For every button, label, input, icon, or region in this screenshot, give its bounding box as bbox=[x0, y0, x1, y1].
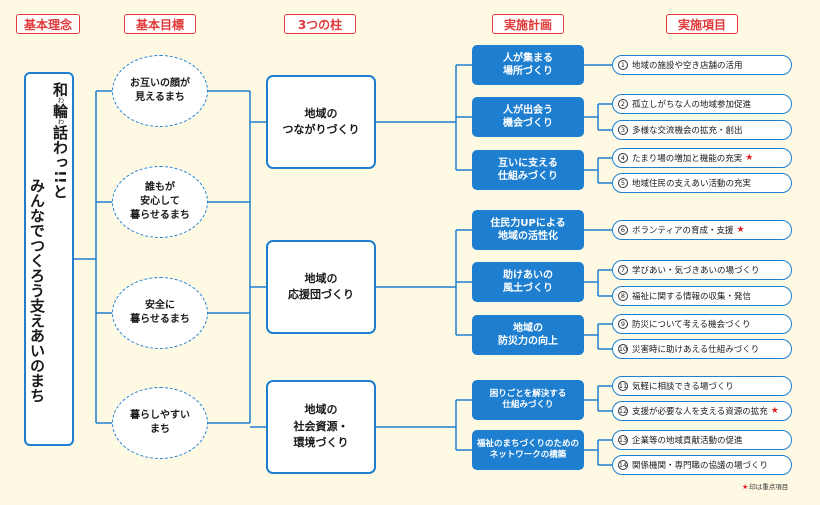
item-number: 7 bbox=[618, 265, 628, 275]
priority-star-icon: ★ bbox=[745, 153, 754, 163]
item-14: 14 関係機関・専門職の協議の場づくり bbox=[612, 455, 792, 475]
item-number: 12 bbox=[618, 406, 628, 416]
item-number: 13 bbox=[618, 435, 628, 445]
item-text: 孤立しがちな人の地域参加促進 bbox=[632, 100, 752, 110]
item-number: 9 bbox=[618, 319, 628, 329]
priority-star-icon: ★ bbox=[770, 406, 779, 416]
item-9: 9 防災について考える機会づくり bbox=[612, 314, 792, 334]
pillar-1: 地域の つながりづくり bbox=[266, 75, 376, 169]
item-number: 10 bbox=[618, 344, 628, 354]
header-concept: 基本理念 bbox=[16, 14, 80, 34]
plan-5: 助けあいの 風土づくり bbox=[472, 262, 584, 302]
plan-3: 互いに支える 仕組みづくり bbox=[472, 150, 584, 190]
item-11: 11 気軽に相談できる場づくり bbox=[612, 376, 792, 396]
item-13: 13 企業等の地域貢献活動の促進 bbox=[612, 430, 792, 450]
header-items: 実施項目 bbox=[666, 14, 738, 34]
header-plans: 実施計画 bbox=[492, 14, 564, 34]
priority-star-icon: ★ bbox=[736, 225, 745, 235]
concept-box: 和わ輪わ話わっ!!と みんなでつくろう支えあいのまち bbox=[24, 72, 74, 446]
priority-note: ★印は重点項目 bbox=[742, 483, 789, 491]
item-number: 11 bbox=[618, 381, 628, 391]
item-text: ボランティアの育成・支援 bbox=[632, 226, 734, 236]
goal-2: 誰もが 安心して 暮らせるまち bbox=[112, 166, 208, 238]
plan-2: 人が出会う 機会づくり bbox=[472, 97, 584, 137]
plan-7: 困りごとを解決する 仕組みづくり bbox=[472, 380, 584, 420]
item-number: 2 bbox=[618, 99, 628, 109]
item-3: 3 多様な交流機会の拡充・創出 bbox=[612, 120, 792, 140]
item-text: 企業等の地域貢献活動の促進 bbox=[632, 436, 743, 446]
item-number: 14 bbox=[618, 460, 628, 470]
item-text: 支援が必要な人を支える資源の拡充 bbox=[632, 407, 768, 417]
item-12: 12 支援が必要な人を支える資源の拡充★ bbox=[612, 401, 792, 421]
concept-line-1: 和わ輪わ話わっ!!と bbox=[51, 82, 69, 199]
item-4: 4 たまり場の増加と機能の充実★ bbox=[612, 148, 792, 168]
item-text: 多様な交流機会の拡充・創出 bbox=[632, 126, 743, 136]
item-number: 3 bbox=[618, 125, 628, 135]
item-number: 4 bbox=[618, 153, 628, 163]
concept-line-2: みんなでつくろう支えあいのまち bbox=[28, 178, 46, 403]
item-number: 5 bbox=[618, 178, 628, 188]
item-text: 災害時に助けあえる仕組みづくり bbox=[632, 345, 760, 355]
plan-4: 住民力UPによる 地域の活性化 bbox=[472, 210, 584, 250]
item-text: 福祉に関する情報の収集・発信 bbox=[632, 292, 752, 302]
item-number: 1 bbox=[618, 60, 628, 70]
pillar-2: 地域の 応援団づくり bbox=[266, 240, 376, 334]
star-icon: ★ bbox=[742, 483, 749, 491]
pillar-3: 地域の 社会資源・ 環境づくり bbox=[266, 380, 376, 474]
goal-3: 安全に 暮らせるまち bbox=[112, 277, 208, 349]
plan-8: 福祉のまちづくりのための ネットワークの構築 bbox=[472, 430, 584, 470]
item-text: 地域住民の支えあい活動の充実 bbox=[632, 179, 752, 189]
header-goals: 基本目標 bbox=[124, 14, 196, 34]
item-10: 10 災害時に助けあえる仕組みづくり bbox=[612, 339, 792, 359]
item-number: 8 bbox=[618, 291, 628, 301]
item-text: 学びあい・気づきあいの場づくり bbox=[632, 266, 760, 276]
item-text: 防災について考える機会づくり bbox=[632, 320, 751, 330]
item-1: 1 地域の施設や空き店舗の活用 bbox=[612, 55, 792, 75]
item-5: 5 地域住民の支えあい活動の充実 bbox=[612, 173, 792, 193]
plan-6: 地域の 防災力の向上 bbox=[472, 315, 584, 355]
plan-1: 人が集まる 場所づくり bbox=[472, 45, 584, 85]
item-text: 地域の施設や空き店舗の活用 bbox=[632, 61, 743, 71]
item-2: 2 孤立しがちな人の地域参加促進 bbox=[612, 94, 792, 114]
item-6: 6 ボランティアの育成・支援★ bbox=[612, 220, 792, 240]
goal-4: 暮らしやすい まち bbox=[112, 387, 208, 459]
item-text: 気軽に相談できる場づくり bbox=[632, 382, 734, 392]
item-text: たまり場の増加と機能の充実 bbox=[632, 154, 743, 164]
item-number: 6 bbox=[618, 225, 628, 235]
goal-1: お互いの顔が 見えるまち bbox=[112, 55, 208, 127]
item-text: 関係機関・専門職の協議の場づくり bbox=[632, 461, 769, 471]
item-7: 7 学びあい・気づきあいの場づくり bbox=[612, 260, 792, 280]
item-8: 8 福祉に関する情報の収集・発信 bbox=[612, 286, 792, 306]
header-pillars: 3つの柱 bbox=[284, 14, 356, 34]
